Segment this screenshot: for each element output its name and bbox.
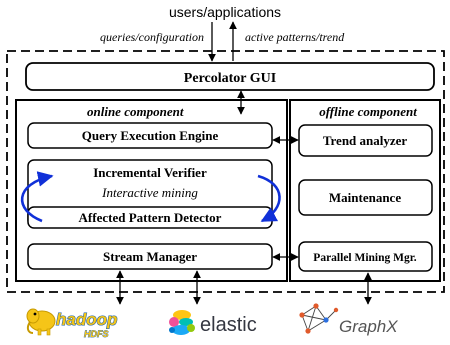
online-component-title: online component [87, 104, 184, 119]
stream-manager-box[interactable] [27, 243, 273, 270]
percolator-gui-box[interactable] [25, 62, 435, 91]
parallel-mining-box[interactable] [298, 241, 433, 272]
elastic-logo-text: elastic [200, 314, 257, 336]
affected-pattern-detector-label: Affected Pattern Detector [79, 210, 222, 225]
hadoop-logo: hadoop HDFS [26, 308, 118, 339]
users-applications-label: users/applications [169, 4, 281, 20]
stream-manager-label: Stream Manager [103, 249, 197, 264]
graphx-logo-text: GraphX [339, 317, 398, 336]
percolator-gui-label: Percolator GUI [184, 71, 276, 86]
interactive-mining-label: Interactive mining [101, 185, 198, 200]
cycle-arrow-left [20, 171, 54, 223]
incremental-verifier-label: Incremental Verifier [93, 165, 207, 180]
query-execution-engine-label: Query Execution Engine [82, 128, 219, 143]
elastic-logo: elastic [169, 310, 257, 336]
offline-component-title: offline component [319, 104, 417, 119]
graphx-logo: GraphX [299, 303, 398, 336]
trend-analyzer-label: Trend analyzer [323, 133, 408, 148]
active-patterns-trend-label: active patterns/trend [245, 30, 345, 44]
parallel-mining-label: Parallel Mining Mgr. [313, 252, 417, 264]
trend-analyzer-box[interactable] [298, 124, 433, 157]
maintenance-label: Maintenance [329, 190, 401, 205]
query-execution-engine-box[interactable] [27, 122, 273, 149]
cycle-arrow-right [257, 174, 281, 223]
system-boundary [6, 50, 445, 293]
maintenance-box[interactable] [298, 179, 433, 216]
hadoop-logo-text: hadoop [56, 310, 117, 329]
online-component-frame [15, 99, 288, 282]
queries-configuration-label: queries/configuration [100, 30, 204, 44]
hdfs-logo-text: HDFS [84, 329, 109, 339]
